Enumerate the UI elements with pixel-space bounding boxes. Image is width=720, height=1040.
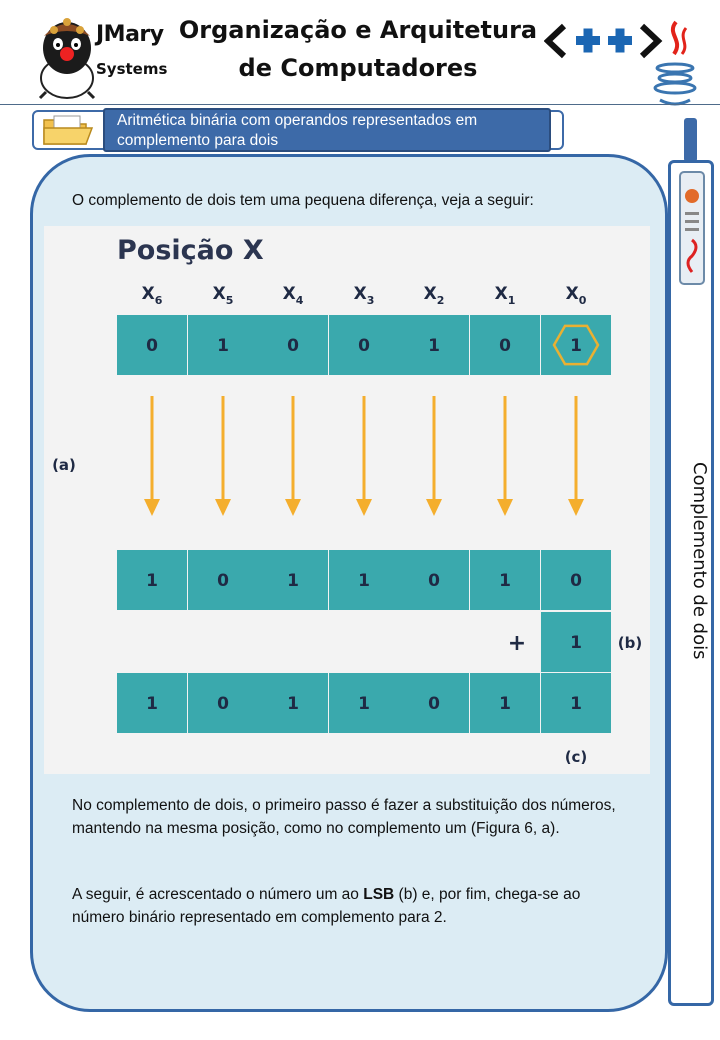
down-arrow-head xyxy=(497,499,513,516)
result-cell xyxy=(258,673,328,733)
inverted-cell xyxy=(329,550,399,610)
paragraph-two-start: A seguir, é acrescentado o número um ao xyxy=(72,886,364,903)
down-arrow-head xyxy=(356,499,372,516)
folder-icon xyxy=(43,115,94,145)
cpp-logo xyxy=(544,23,663,59)
result-bit: 1 xyxy=(287,694,299,714)
inverted-bit: 0 xyxy=(217,571,229,591)
topic-line1: Aritmética binária com operandos represe… xyxy=(117,112,478,129)
position-header: X3 xyxy=(354,284,375,307)
original-bit: 0 xyxy=(499,336,511,356)
original-bit: 1 xyxy=(428,336,440,356)
original-cell xyxy=(399,315,469,375)
lsb-term: LSB xyxy=(363,886,395,903)
original-cell xyxy=(329,315,399,375)
java-logo xyxy=(653,20,697,106)
result-bit: 1 xyxy=(146,694,158,714)
inverted-bit: 0 xyxy=(428,571,440,591)
inverted-cell xyxy=(541,550,611,610)
page-title-line2: de Computadores xyxy=(238,54,478,82)
result-cell xyxy=(399,673,469,733)
result-bit: 1 xyxy=(570,694,582,714)
inverted-cell xyxy=(258,550,328,610)
result-cell xyxy=(470,673,540,733)
brand-subname: Systems xyxy=(96,60,168,78)
paragraph-step-one: No complemento de dois, o primeiro passo… xyxy=(72,797,616,837)
label-b: (b) xyxy=(618,634,642,652)
inverted-bit: 1 xyxy=(146,571,158,591)
position-index: 4 xyxy=(296,294,304,307)
position-index: 3 xyxy=(367,294,375,307)
result-cell xyxy=(117,673,187,733)
original-bit: 0 xyxy=(358,336,370,356)
result-bit: 0 xyxy=(428,694,440,714)
intro-text: O complemento de dois tem uma pequena di… xyxy=(72,192,534,209)
inverted-cell xyxy=(470,550,540,610)
result-cell xyxy=(188,673,258,733)
topic-line2: complemento para dois xyxy=(117,132,279,149)
newspaper-icon xyxy=(679,171,705,285)
position-index: 5 xyxy=(226,294,234,307)
added-bit-cell xyxy=(541,612,611,672)
position-index: 2 xyxy=(437,294,445,307)
header-divider xyxy=(0,104,720,105)
down-arrow-head xyxy=(215,499,231,516)
result-bit: 0 xyxy=(217,694,229,714)
brand-name: JMary xyxy=(96,22,164,47)
position-index: 6 xyxy=(155,294,163,307)
original-cell xyxy=(470,315,540,375)
inverted-cell xyxy=(399,550,469,610)
down-arrow-head xyxy=(285,499,301,516)
mascot-logo xyxy=(38,18,96,100)
position-header: X2 xyxy=(424,284,445,307)
position-header: X0 xyxy=(566,284,587,307)
position-header: X5 xyxy=(213,284,234,307)
original-bit: 0 xyxy=(146,336,158,356)
side-panel xyxy=(668,160,714,1006)
side-connector xyxy=(684,118,697,162)
result-cell xyxy=(541,673,611,733)
position-index: 0 xyxy=(579,294,587,307)
original-bit: 1 xyxy=(570,336,582,356)
paragraph-two-end: (b) e, por fim, chega-se ao número binár… xyxy=(72,886,581,926)
down-arrow-head xyxy=(426,499,442,516)
down-arrow-head xyxy=(144,499,160,516)
inverted-bit: 1 xyxy=(358,571,370,591)
original-bit: 0 xyxy=(287,336,299,356)
position-header: X6 xyxy=(142,284,163,307)
label-c: (c) xyxy=(565,748,588,766)
position-header: X1 xyxy=(495,284,516,307)
inverted-cell xyxy=(188,550,258,610)
position-header: X4 xyxy=(283,284,304,307)
inverted-cell xyxy=(117,550,187,610)
page-title-line1: Organização e Arquitetura xyxy=(178,16,538,44)
result-bit: 1 xyxy=(499,694,511,714)
inverted-bit: 0 xyxy=(570,571,582,591)
side-section-label: Complemento de dois xyxy=(689,462,710,660)
down-arrow-head xyxy=(568,499,584,516)
original-cell xyxy=(188,315,258,375)
topic-banner: Aritmética binária com operandos represe… xyxy=(103,108,551,152)
original-cell xyxy=(117,315,187,375)
result-bit: 1 xyxy=(358,694,370,714)
original-bit: 1 xyxy=(217,336,229,356)
position-index: 1 xyxy=(508,294,516,307)
added-bit: 1 xyxy=(570,633,582,653)
original-cell xyxy=(258,315,328,375)
inverted-bit: 1 xyxy=(287,571,299,591)
label-a: (a) xyxy=(52,456,76,474)
plus-sign: + xyxy=(508,631,526,656)
inverted-bit: 1 xyxy=(499,571,511,591)
figure-title: Posição X xyxy=(117,235,264,266)
paragraph-step-two: A seguir, é acrescentado o número um ao … xyxy=(72,883,632,929)
result-cell xyxy=(329,673,399,733)
lsb-highlight-hexagon xyxy=(552,324,600,366)
